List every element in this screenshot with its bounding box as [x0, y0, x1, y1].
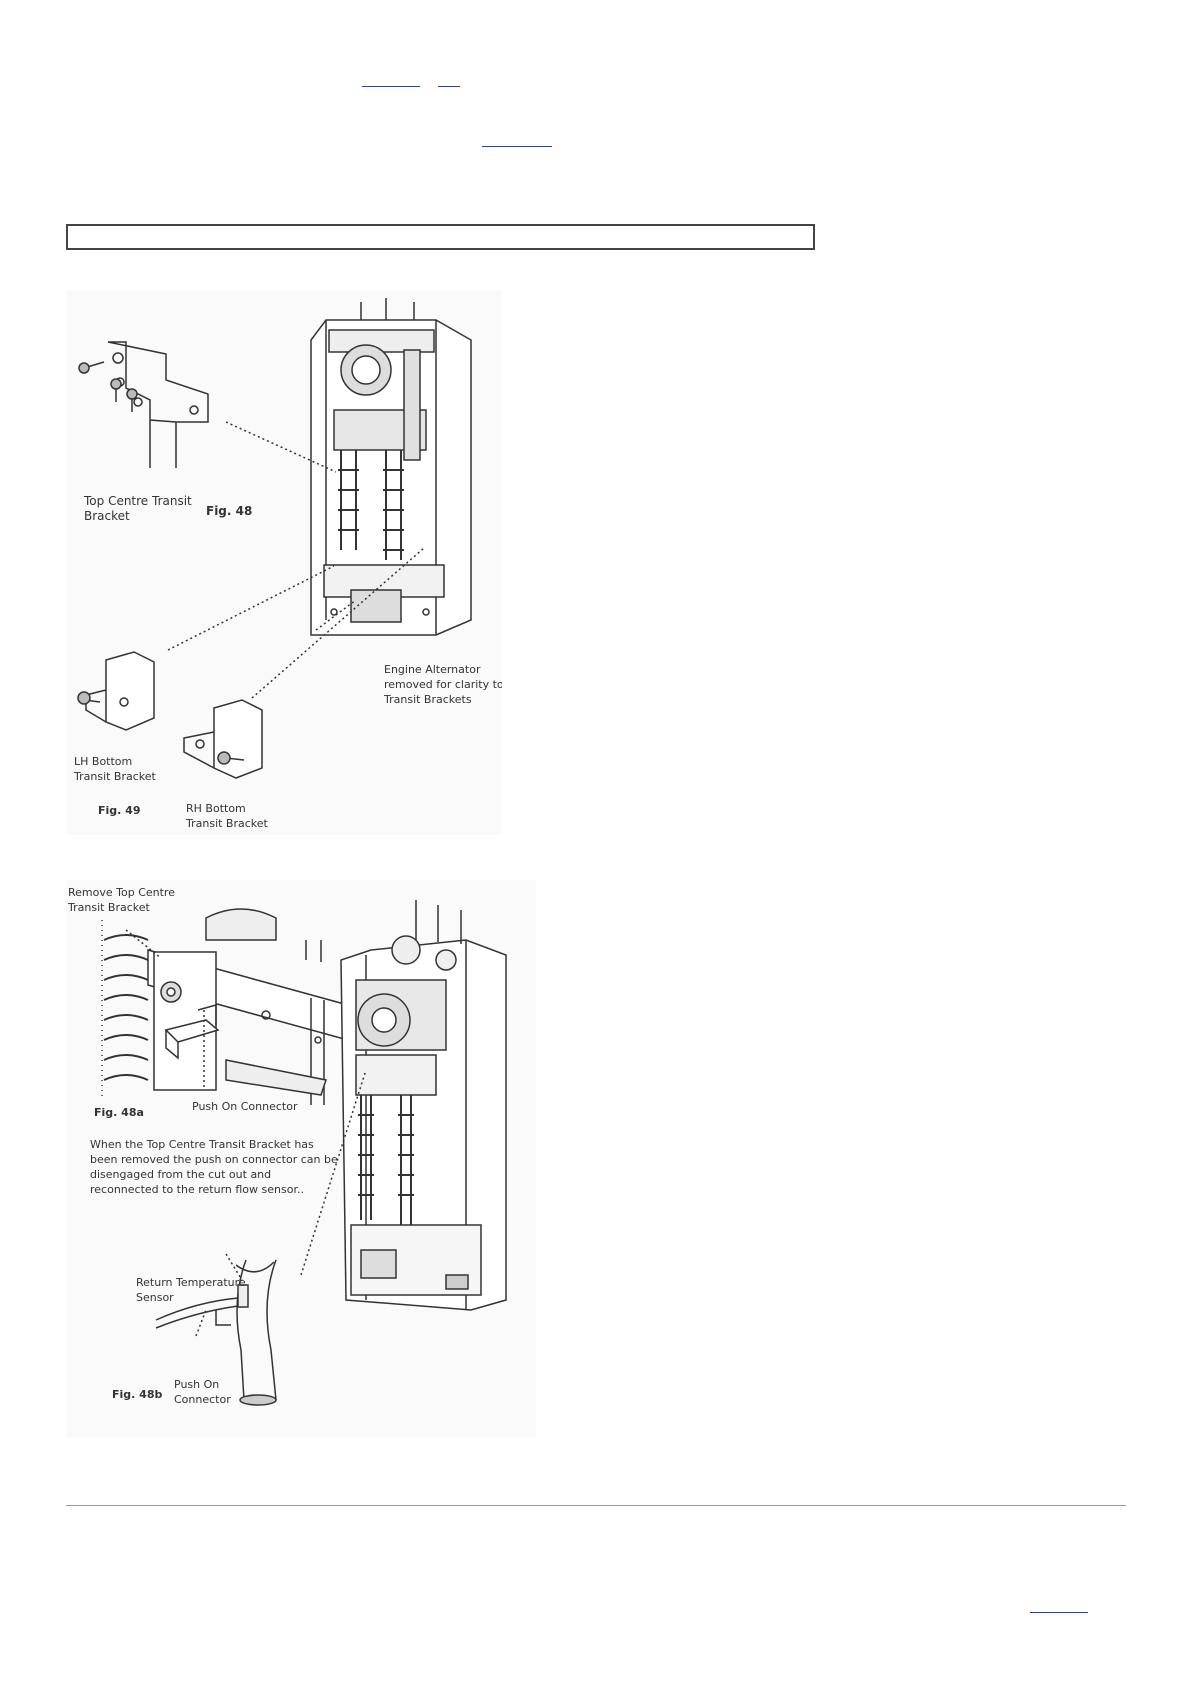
figure-48-49: Top Centre Transit Bracket Fig. 48 Engin…: [66, 290, 527, 835]
lh-bracket-label-1: LH Bottom: [74, 755, 132, 768]
top-centre-bracket-drawing: [78, 341, 209, 468]
remove-bracket-label-2: Transit Bracket: [67, 901, 151, 914]
leader-lines: [167, 421, 425, 699]
connector-detail-drawing: [101, 908, 367, 1105]
figure-48-49-drawing: Top Centre Transit Bracket Fig. 48 Engin…: [73, 298, 527, 830]
fig48b-label: Fig. 48b: [112, 1388, 162, 1401]
return-sensor-label-1: Return Temperature: [136, 1276, 246, 1289]
top-bracket-label-2: Bracket: [84, 509, 130, 523]
push-on-short-label-2: Connector: [174, 1393, 231, 1406]
top-link-2[interactable]: [438, 86, 460, 87]
engine-note-3: Transit Brackets: [383, 693, 472, 706]
boiler-drawing-2: [340, 900, 507, 1311]
note-line-2: been removed the push on connector can b…: [90, 1153, 338, 1166]
note-line-1: When the Top Centre Transit Bracket has: [90, 1138, 314, 1151]
fig49-label: Fig. 49: [98, 804, 140, 817]
return-sensor-label-2: Sensor: [136, 1291, 174, 1304]
sensor-pipe-drawing: [155, 1259, 277, 1406]
figure-48a-48b: Remove Top Centre Transit Bracket Push O…: [66, 880, 536, 1438]
empty-heading-box: [66, 224, 815, 250]
lh-bracket-label-2: Transit Bracket: [73, 770, 157, 783]
engine-note-1: Engine Alternator: [384, 663, 481, 676]
fig48-label: Fig. 48: [206, 504, 252, 518]
engine-note-2: removed for clarity to see: [384, 678, 502, 691]
footer-divider: [66, 1505, 1126, 1506]
leader-lines-2: [125, 929, 367, 1337]
rh-bottom-bracket-drawing: [183, 699, 263, 779]
footer-link[interactable]: [1030, 1612, 1088, 1613]
rh-bracket-label-2: Transit Bracket: [185, 817, 269, 830]
fig48a-label: Fig. 48a: [94, 1106, 144, 1119]
top-bracket-label-1: Top Centre Transit: [83, 494, 192, 508]
remove-bracket-label-1: Remove Top Centre: [68, 886, 175, 899]
push-on-short-label-1: Push On: [174, 1378, 219, 1391]
push-on-connector-label: Push On Connector: [192, 1100, 298, 1113]
middle-link[interactable]: [482, 146, 552, 147]
figure-48a-48b-drawing: Remove Top Centre Transit Bracket Push O…: [67, 886, 507, 1406]
note-line-3: disengaged from the cut out and: [90, 1168, 271, 1181]
note-line-4: reconnected to the return flow sensor..: [90, 1183, 304, 1196]
lh-bottom-bracket-drawing: [77, 651, 155, 731]
rh-bracket-label-1: RH Bottom: [186, 802, 246, 815]
top-link-1[interactable]: [362, 86, 420, 87]
boiler-drawing: [310, 298, 472, 636]
